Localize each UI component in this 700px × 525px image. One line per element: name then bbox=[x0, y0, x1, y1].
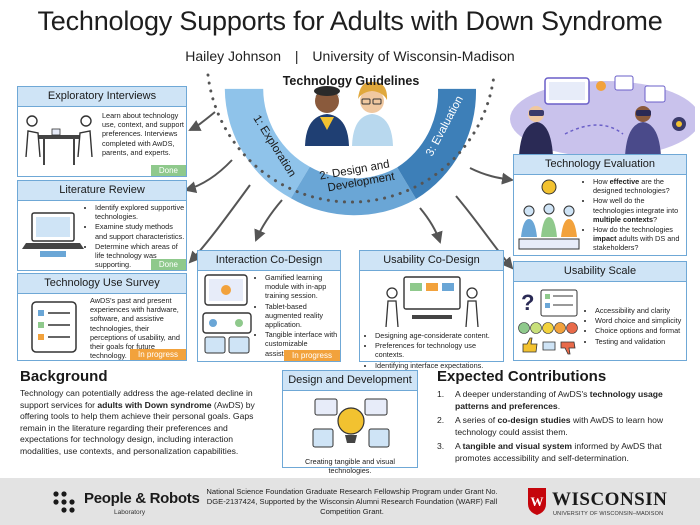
institution-name: University of Wisconsin-Madison bbox=[312, 48, 515, 64]
thumbs-down-icon bbox=[560, 341, 576, 355]
card-usability-codesign-title: Usability Co-Design bbox=[360, 251, 503, 271]
scale-item: Testing and validation bbox=[595, 337, 686, 346]
background-text: Technology can potentially address the a… bbox=[20, 388, 255, 456]
card-exploratory-title: Exploratory Interviews bbox=[18, 87, 186, 107]
uw-sub: UNIVERSITY OF WISCONSIN–MADISON bbox=[553, 511, 664, 517]
literature-item: Determine which areas of life technology… bbox=[95, 242, 186, 270]
usability-codesign-item: Designing age-considerate content. bbox=[375, 331, 504, 340]
thumbs-up-icon bbox=[522, 337, 538, 353]
card-scale-text: Accessibility and clarity Word choice an… bbox=[584, 306, 686, 347]
card-technology-evaluation: Technology Evaluation How effective are … bbox=[513, 154, 687, 256]
card-literature-text: Identify explored supportive technologie… bbox=[84, 203, 186, 270]
svg-text:?: ? bbox=[521, 290, 534, 315]
card-usability-codesign: Usability Co-Design Designing age-consid… bbox=[359, 250, 504, 370]
status-badge-done: Done bbox=[150, 165, 186, 176]
interaction-item: Tablet-based augmented reality applicati… bbox=[265, 302, 340, 330]
poster-title: Technology Supports for Adults with Down… bbox=[37, 6, 663, 36]
dotted-ring bbox=[206, 73, 496, 204]
card-interaction-text: Gamified learning module with in-app tra… bbox=[254, 273, 340, 359]
arc-band-design bbox=[290, 166, 417, 216]
card-usability-codesign-text: Designing age-considerate content. Prefe… bbox=[364, 331, 504, 371]
card-exploratory-text: Learn about technology use, context, and… bbox=[102, 111, 184, 157]
scale-item: Accessibility and clarity bbox=[595, 306, 686, 315]
author-line: Hailey Johnson | University of Wisconsin… bbox=[0, 48, 700, 64]
card-survey-title: Technology Use Survey bbox=[18, 274, 186, 294]
card-interaction-codesign: Interaction Co-Design Gamified learning … bbox=[197, 250, 341, 362]
evaluation-illustration bbox=[518, 179, 580, 250]
card-design-dev-title: Design and Development bbox=[283, 371, 417, 391]
design-illustration bbox=[312, 398, 390, 448]
interaction-item: Tangible interface with customizable ass… bbox=[265, 330, 340, 358]
guidelines-title: Technology Guidelines bbox=[282, 74, 420, 88]
svg-text:W: W bbox=[531, 494, 544, 509]
footer: People & Robots Laboratory National Scie… bbox=[0, 478, 700, 525]
status-badge-in-progress: In progress bbox=[129, 349, 186, 360]
arrow-to-interaction bbox=[254, 199, 283, 242]
vr-illustration bbox=[510, 75, 695, 156]
funding-text: National Science Foundation Graduate Res… bbox=[206, 487, 498, 516]
card-design-development: Design and Development Creating tangible… bbox=[282, 370, 418, 475]
card-interaction-title: Interaction Co-Design bbox=[198, 251, 340, 271]
lab-logo-icon bbox=[53, 491, 75, 513]
usability-codesign-item: Identifying interface expectations. bbox=[375, 361, 504, 370]
uw-crest-icon: W bbox=[528, 488, 546, 515]
people-illustration bbox=[305, 81, 393, 146]
arrow-to-scale bbox=[455, 195, 514, 270]
interaction-item: Gamified learning module with in-app tra… bbox=[265, 273, 340, 301]
literature-item: Examine study methods and support charac… bbox=[95, 222, 186, 240]
emoji-faces bbox=[518, 322, 578, 334]
card-design-dev-caption: Creating tangible and visual technologie… bbox=[304, 457, 396, 476]
card-evaluation-text: How effective are the designed technolog… bbox=[582, 177, 686, 254]
interview-illustration bbox=[25, 115, 93, 165]
guidelines-arc: 1: Exploration 2: Design and Development… bbox=[184, 73, 514, 270]
arc-band-exploration bbox=[224, 88, 310, 199]
card-technology-use-survey: Technology Use Survey AwDS's past and pr… bbox=[17, 273, 187, 361]
tablet-illustration bbox=[202, 274, 252, 354]
literature-item: Identify explored supportive technologie… bbox=[95, 203, 186, 221]
background-heading: Background bbox=[20, 368, 108, 385]
arrow-to-literature bbox=[184, 159, 233, 194]
emoji-scale: ? bbox=[518, 289, 578, 355]
arrow-to-usability bbox=[419, 207, 443, 244]
scale-item: Word choice and simplicity bbox=[595, 316, 686, 325]
contribution-item: 1.A deeper understanding of AwDS's techn… bbox=[437, 389, 663, 411]
arc-band-evaluation bbox=[397, 88, 477, 199]
evaluation-item: How do the technologies impact adults wi… bbox=[593, 225, 686, 253]
evaluation-item: How well do the technologies integrate i… bbox=[593, 196, 686, 224]
card-scale-title: Usability Scale bbox=[514, 262, 686, 282]
card-literature-review: Literature Review Identify explored supp… bbox=[17, 180, 187, 271]
lab-name: People & Robots bbox=[84, 490, 200, 507]
scale-item: Choice options and format bbox=[595, 326, 686, 335]
contributions-heading: Expected Contributions bbox=[437, 368, 607, 385]
arrow-to-evaluation bbox=[469, 167, 514, 185]
card-exploratory-interviews: Exploratory Interviews Learn about techn… bbox=[17, 86, 187, 177]
survey-illustration bbox=[31, 301, 77, 353]
lab-sub: Laboratory bbox=[114, 509, 146, 516]
contribution-item: 3.A tangible and visual system informed … bbox=[437, 441, 662, 463]
codesign-illustration bbox=[385, 276, 479, 328]
contributions-list: 1.A deeper understanding of AwDS's techn… bbox=[437, 389, 689, 465]
arrow-to-exploratory bbox=[188, 111, 216, 131]
author-name: Hailey Johnson bbox=[185, 48, 281, 64]
uw-name: WISCONSIN bbox=[552, 489, 668, 510]
card-literature-title: Literature Review bbox=[18, 181, 186, 201]
arrow-to-survey bbox=[188, 184, 251, 264]
status-badge-done: Done bbox=[150, 259, 186, 270]
author-separator: | bbox=[294, 48, 299, 64]
status-badge-in-progress: In progress bbox=[283, 350, 340, 361]
contribution-item: 2.A series of co-design studies with AwD… bbox=[437, 415, 664, 437]
card-survey-text: AwDS's past and present experiences with… bbox=[90, 296, 180, 361]
usability-codesign-item: Preferences for technology use contexts. bbox=[375, 341, 504, 359]
laptop-illustration bbox=[22, 212, 84, 257]
card-usability-scale: Usability Scale ? Accessibility and clar… bbox=[513, 261, 687, 361]
evaluation-item: How effective are the designed technolog… bbox=[593, 177, 686, 195]
card-evaluation-title: Technology Evaluation bbox=[514, 155, 686, 175]
